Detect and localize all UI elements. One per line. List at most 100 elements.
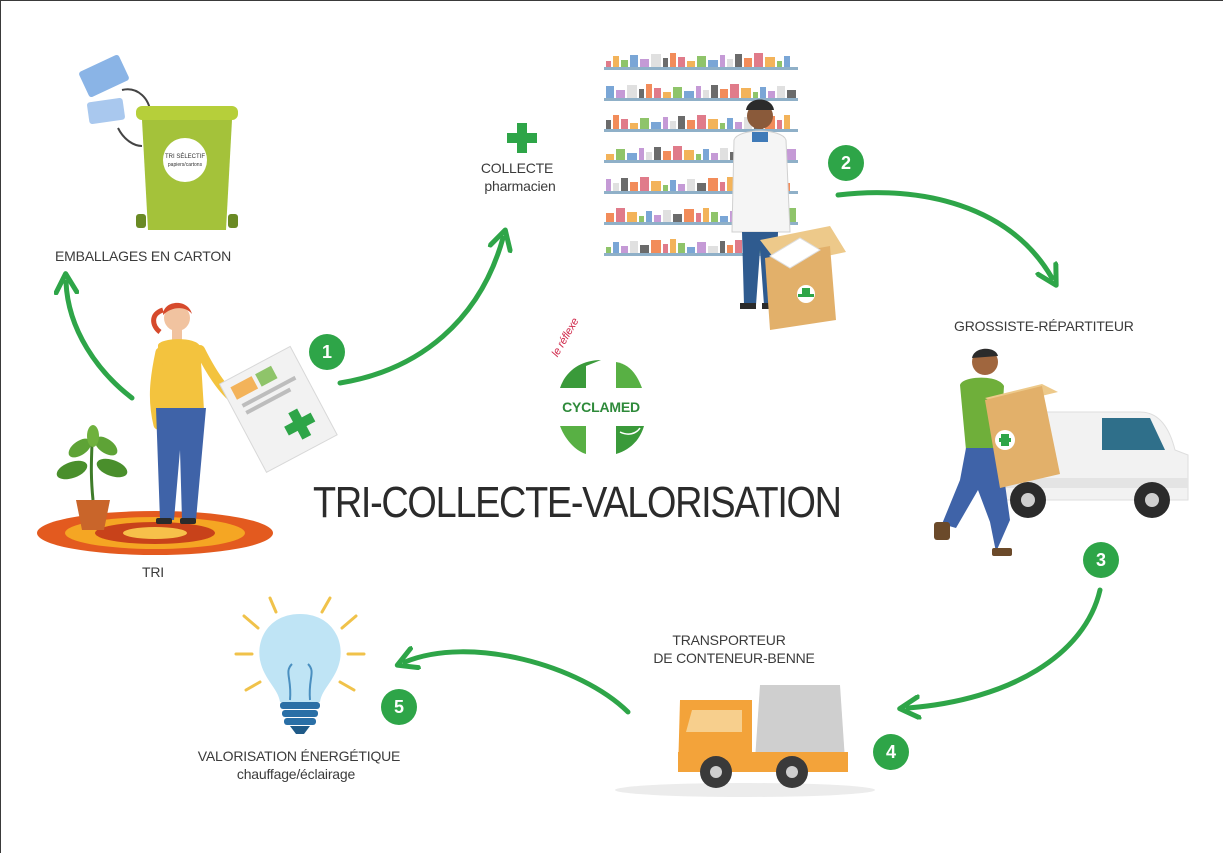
svg-text:TRI SÉLECTIF: TRI SÉLECTIF bbox=[165, 153, 205, 160]
shelf-product bbox=[678, 243, 685, 253]
arrow-tri-to-emballages bbox=[66, 282, 135, 401]
label-transporteur-line2: DE CONTENEUR-BENNE bbox=[653, 650, 815, 666]
shelf-product bbox=[663, 185, 668, 191]
shelf-product bbox=[651, 122, 661, 129]
shelf-product bbox=[663, 92, 671, 98]
shelf-product bbox=[777, 86, 785, 98]
shelf-product bbox=[646, 211, 652, 222]
shelf-product bbox=[621, 60, 628, 67]
shelf-product bbox=[720, 55, 725, 67]
shelf-product bbox=[703, 90, 709, 98]
label-collecte-line2: pharmacien bbox=[484, 178, 556, 194]
shelf-product bbox=[696, 154, 701, 160]
shelf-product bbox=[708, 178, 718, 191]
shelf-product bbox=[708, 60, 718, 67]
shelf-product bbox=[616, 208, 625, 222]
shelf-product bbox=[663, 117, 668, 129]
shelf-product bbox=[708, 246, 718, 253]
shelf-product bbox=[720, 241, 725, 253]
pharmacy-cross-icon bbox=[507, 123, 537, 153]
step-badge-5: 5 bbox=[381, 689, 417, 725]
shelf-product bbox=[606, 213, 614, 222]
cyclamed-logo bbox=[556, 360, 646, 454]
shelf-product bbox=[640, 245, 649, 253]
shelf-product bbox=[670, 53, 676, 67]
shelf-product bbox=[787, 90, 796, 98]
shelf-product bbox=[754, 53, 763, 67]
shelf-product bbox=[639, 216, 644, 222]
shelf-product bbox=[606, 61, 611, 67]
label-collecte-line1: COLLECTE bbox=[480, 160, 554, 176]
shelf-product bbox=[720, 216, 728, 222]
shelf-product bbox=[708, 119, 718, 129]
shelf-product bbox=[787, 208, 796, 222]
shelf-product bbox=[670, 180, 676, 191]
shelf-product bbox=[630, 241, 638, 253]
shelf-product bbox=[711, 85, 718, 98]
shelf-product bbox=[735, 54, 742, 67]
arrow-step-1 bbox=[337, 238, 503, 386]
shelf-product bbox=[727, 177, 733, 191]
label-transporteur-line1: TRANSPORTEUR bbox=[672, 632, 786, 648]
shelf-product bbox=[678, 57, 685, 67]
shelf-product bbox=[654, 147, 661, 160]
shelf-product bbox=[753, 92, 758, 98]
shelf-product bbox=[697, 115, 706, 129]
shelf-product bbox=[784, 115, 790, 129]
shelf-product bbox=[768, 91, 775, 98]
shelf-product bbox=[696, 86, 701, 98]
shelf-product bbox=[606, 179, 611, 191]
shelf-product bbox=[639, 89, 644, 98]
shelf-product bbox=[711, 153, 718, 160]
shelf-product bbox=[687, 247, 695, 253]
shelf-product bbox=[697, 56, 706, 67]
step-badge-3: 3 bbox=[1083, 542, 1119, 578]
shelf-product bbox=[687, 61, 695, 67]
shelf-product bbox=[735, 122, 742, 129]
shelf-product bbox=[621, 178, 628, 191]
shelf-product bbox=[640, 118, 649, 129]
shelf-product bbox=[727, 245, 733, 253]
shelf-product bbox=[646, 84, 652, 98]
arrow-step-4 bbox=[405, 652, 631, 715]
label-valorisation-line2: chauffage/éclairage bbox=[236, 766, 356, 782]
shelf-product bbox=[640, 177, 649, 191]
main-title: TRI-COLLECTE-VALORISATION bbox=[313, 478, 842, 527]
shelf-product bbox=[606, 247, 611, 253]
shelf-product bbox=[670, 239, 676, 253]
shelf-product bbox=[670, 121, 676, 129]
shelf-product bbox=[744, 58, 752, 67]
step-badge-1: 1 bbox=[309, 334, 345, 370]
shelf-product bbox=[630, 123, 638, 129]
shelf-product bbox=[711, 212, 718, 222]
shelf-product bbox=[678, 116, 685, 129]
shelf-product bbox=[744, 117, 752, 129]
shelf-product bbox=[606, 86, 614, 98]
shelf-product bbox=[730, 84, 739, 98]
shelf-product bbox=[720, 89, 728, 98]
shelf-product bbox=[760, 87, 766, 98]
pharmacy-shelves bbox=[604, 53, 798, 256]
shelf-product bbox=[784, 56, 790, 67]
shelf-plank bbox=[604, 191, 798, 194]
shelf-product bbox=[663, 58, 668, 67]
label-grossiste: GROSSISTE-RÉPARTITEUR bbox=[954, 318, 1134, 334]
shelf-product bbox=[613, 56, 619, 67]
recycling-bin-illustration: TRI SÉLECTIF papiers/cartons bbox=[79, 55, 238, 230]
shelf-product bbox=[684, 91, 694, 98]
shelf-plank bbox=[604, 222, 798, 225]
shelf-product bbox=[703, 208, 709, 222]
shelf-product bbox=[787, 149, 796, 160]
shelf-product bbox=[673, 214, 682, 222]
grossiste-delivery-illustration bbox=[934, 348, 1189, 556]
shelf-plank bbox=[604, 67, 798, 70]
shelf-product bbox=[606, 154, 614, 160]
shelf-product bbox=[697, 242, 706, 253]
shelf-product bbox=[720, 182, 725, 191]
logo-name: CYCLAMED bbox=[562, 399, 640, 415]
shelf-plank bbox=[604, 129, 798, 132]
label-emballages: EMBALLAGES EN CARTON bbox=[55, 248, 231, 264]
